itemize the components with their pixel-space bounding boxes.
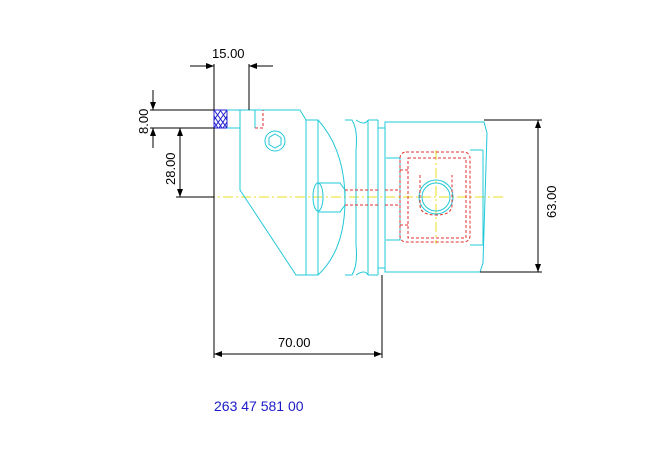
hidden-lines-shank — [345, 151, 471, 243]
cutting-insert — [213, 109, 228, 129]
dimension-right-height: 63.00 — [480, 119, 559, 273]
dimension-right-height-label: 63.00 — [544, 185, 559, 218]
part-number: 263 47 581 00 — [214, 398, 304, 414]
dimension-top-width-label: 15.00 — [212, 46, 245, 61]
shank-outline — [377, 121, 488, 273]
dimension-bottom-length-label: 70.00 — [278, 335, 311, 350]
tool-head-outline — [227, 109, 307, 276]
dimension-top-width: 15.00 — [190, 46, 273, 110]
dimension-left-small-label: 8.00 — [136, 109, 151, 134]
dimension-left-height: 28.00 — [163, 127, 214, 198]
dimension-bottom-length: 70.00 — [213, 128, 383, 358]
hidden-lines-head — [255, 110, 264, 129]
dimension-left-height-label: 28.00 — [163, 152, 178, 185]
dimension-left-small: 8.00 — [136, 90, 214, 148]
